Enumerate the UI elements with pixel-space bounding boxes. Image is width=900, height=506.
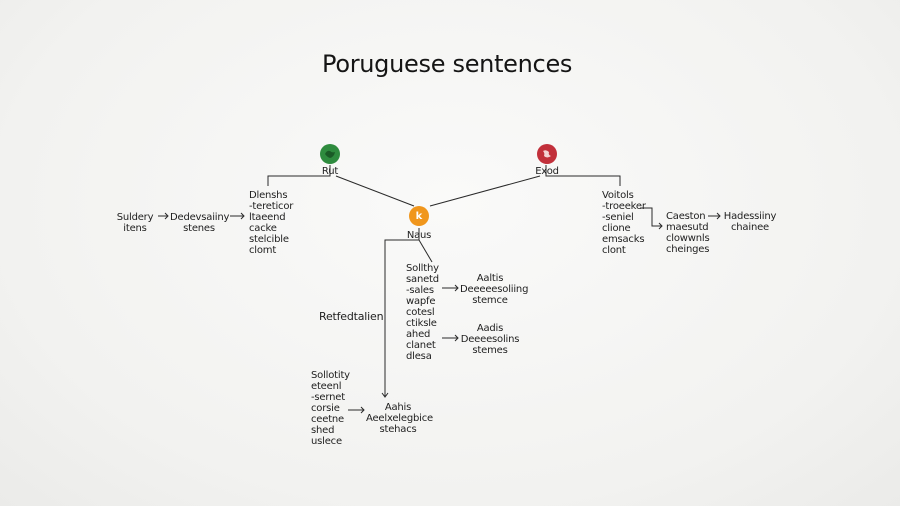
group2-arrow-up-head [381,392,389,398]
left-node-to-center-connector [335,175,415,207]
right-node-to-center-connector [429,175,541,207]
group1-arrow-a-head [454,284,459,292]
left-node-label: Rut [321,166,339,177]
right-arrow-mid-head [716,212,721,220]
left-node-to-list-connector [267,165,331,186]
left-arrow-mid-head [240,212,245,220]
red-globe-icon [537,144,557,164]
right-arrow-list-head [658,222,663,230]
center-to-group1-connector [418,239,433,263]
center-node-label: Naus [406,230,432,241]
group1-arrow-b-head [454,334,459,342]
right-node-to-list-connector [545,165,621,186]
group2-arrow-head [360,406,365,414]
green-globe-icon [320,144,340,164]
right-arrow-list [640,207,662,227]
right-node-label: Exod [535,166,559,177]
left-arrow-source-head [164,212,169,220]
page-title: Poruguese sentences [322,50,573,78]
orange-k-badge-icon: k [409,206,429,226]
center-side-label: Retfedtalien [319,310,384,323]
center-node-down-connector [384,228,420,396]
